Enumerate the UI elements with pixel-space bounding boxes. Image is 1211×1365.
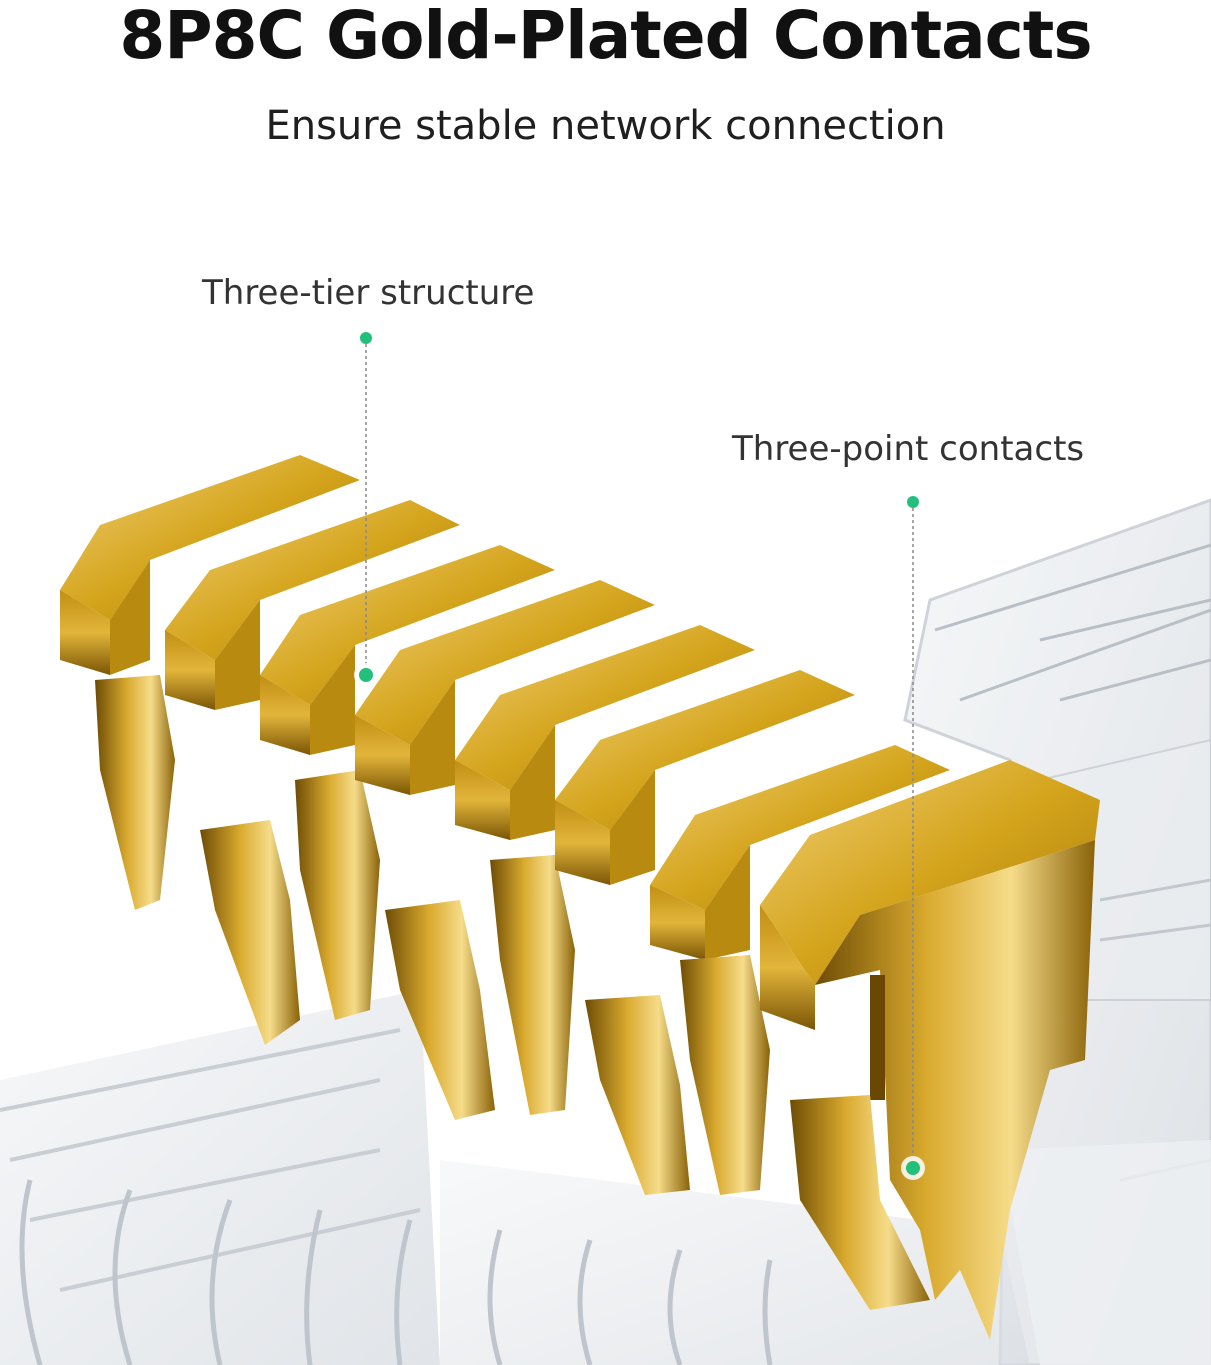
callout-three-point-contacts: Three-point contacts bbox=[732, 429, 1085, 469]
callout-three-tier-structure: Three-tier structure bbox=[202, 273, 535, 313]
callout-markers bbox=[354, 332, 925, 1180]
gold-contacts bbox=[60, 455, 1100, 1340]
page-subtitle: Ensure stable network connection bbox=[265, 103, 946, 149]
page-title: 8P8C Gold-Plated Contacts bbox=[119, 0, 1092, 74]
plastic-ribs bbox=[0, 990, 1211, 1365]
